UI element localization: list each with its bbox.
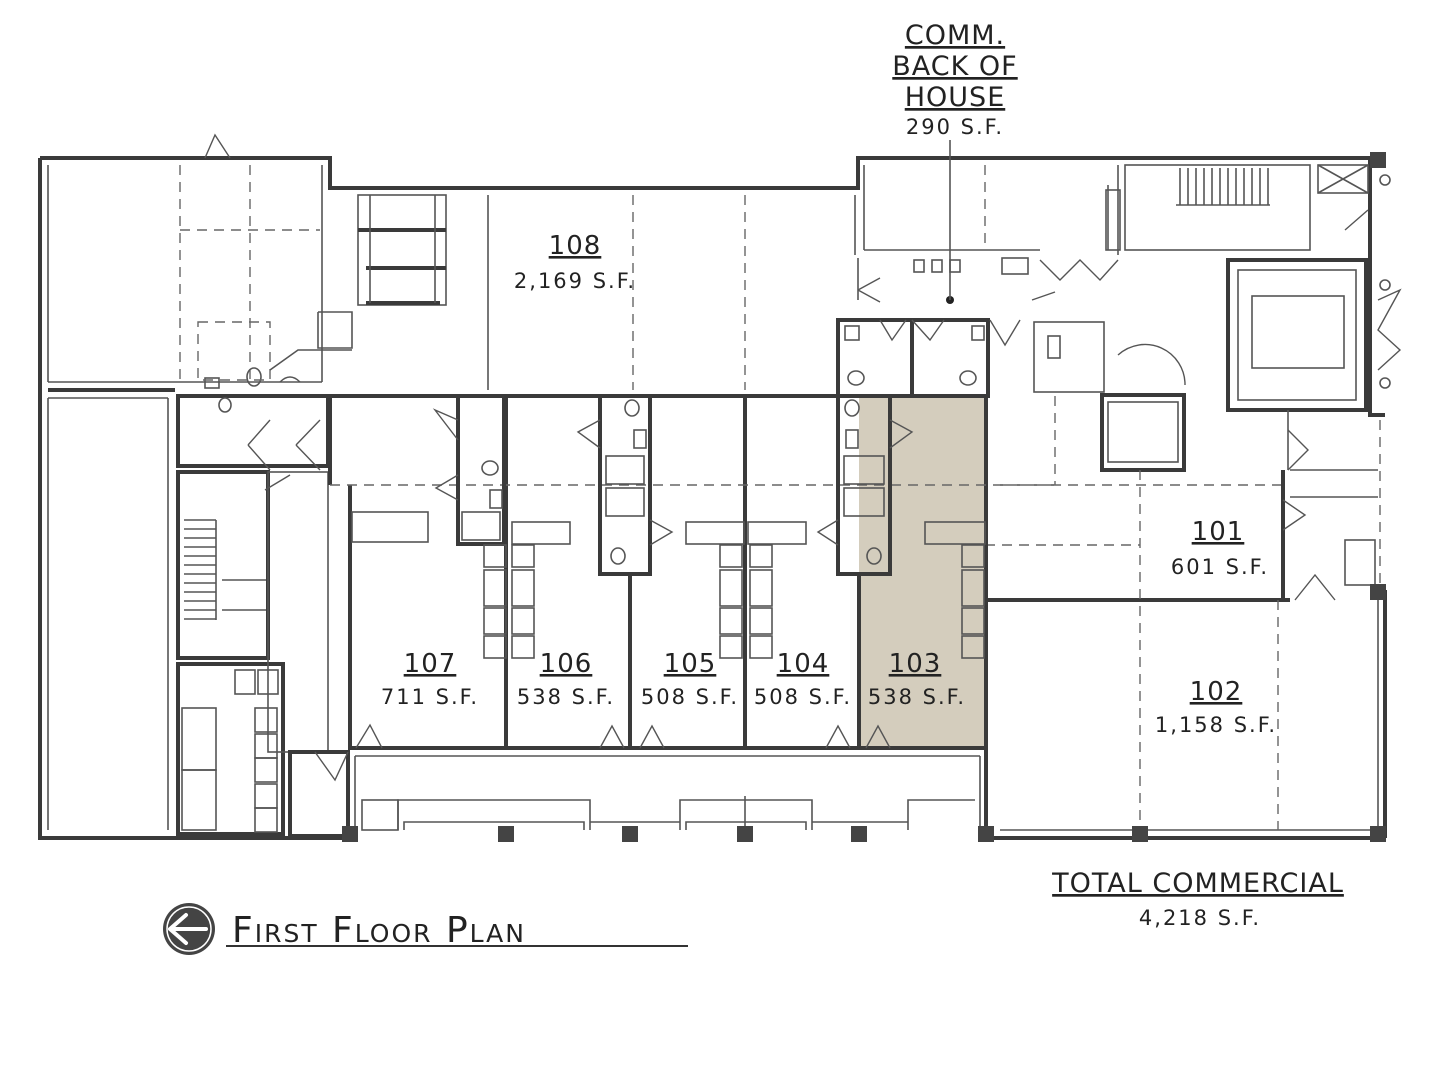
kitchen-appliance [961, 544, 985, 568]
page-title: First Floor Plan [232, 910, 526, 951]
unit-102-number: 102 [1190, 677, 1243, 707]
kitchen-appliance [961, 607, 985, 635]
kitchen-appliance [749, 544, 773, 568]
unit-105-number: 105 [664, 649, 717, 679]
total-area: 4,218 S.F. [1139, 906, 1261, 930]
kitchen-appliance [511, 607, 535, 635]
unit-101-number: 101 [1192, 517, 1245, 547]
kitchen-appliance [719, 544, 743, 568]
central-stair [269, 194, 447, 371]
kitchen-appliance [749, 635, 773, 659]
kitchen-appliance [749, 607, 773, 635]
kitchen-appliance [483, 544, 507, 568]
kitchen-appliance [719, 607, 743, 635]
unit-106-area: 538 S.F. [517, 685, 615, 709]
kitchen-appliance [511, 635, 535, 659]
back-of-house-label: COMM. BACK OF HOUSE 290 S.F. [892, 20, 1017, 139]
kitchen-appliance [961, 635, 985, 659]
kitchen-appliance [749, 569, 773, 607]
boh-line2: BACK OF [892, 51, 1017, 82]
kitchen-appliance [483, 569, 507, 607]
unit-104-area: 508 S.F. [754, 685, 852, 709]
unit-104-number: 104 [777, 649, 830, 679]
unit-108-area: 2,169 S.F. [514, 269, 636, 293]
boh-line1: COMM. [905, 20, 1005, 51]
boh-restrooms [844, 325, 985, 386]
right-core [1000, 164, 1402, 486]
unit-kitchens [483, 544, 985, 659]
unit-108-number: 108 [549, 231, 602, 261]
boh-line3: HOUSE [905, 82, 1006, 113]
storefront [354, 723, 981, 831]
kitchen-appliance [961, 569, 985, 607]
unit-107-number: 107 [404, 649, 457, 679]
kitchen-appliance [511, 569, 535, 607]
left-stair-core [176, 394, 350, 838]
kitchen-appliance [483, 607, 507, 635]
unit-101-area: 601 S.F. [1171, 555, 1269, 579]
unit-102-area: 1,158 S.F. [1155, 713, 1277, 737]
kitchen-appliance [719, 569, 743, 607]
unit-106-number: 106 [540, 649, 593, 679]
units-101-102-zone [985, 420, 1381, 830]
kitchen-appliance [719, 635, 743, 659]
unit-103-area: 538 S.F. [868, 685, 966, 709]
unit-bathrooms [351, 394, 986, 576]
plan-title: First Floor Plan [163, 903, 688, 955]
total-commercial: TOTAL COMMERCIAL 4,218 S.F. [1051, 868, 1344, 930]
unit-labels: 108 2,169 S.F. 101 601 S.F. 107 711 S.F.… [381, 231, 1277, 737]
kitchen-appliance [511, 544, 535, 568]
kitchen-appliance [483, 635, 507, 659]
unit-108-zone [330, 195, 856, 398]
unit-103-number: 103 [889, 649, 942, 679]
boh-area: 290 S.F. [906, 115, 1004, 139]
unit-107-area: 711 S.F. [381, 685, 479, 709]
arrow-left-circle-icon [163, 903, 215, 955]
exterior-walls [38, 156, 1387, 840]
garage-zone [47, 133, 323, 830]
unit-105-area: 508 S.F. [641, 685, 739, 709]
total-label: TOTAL COMMERCIAL [1051, 868, 1344, 899]
back-of-house-zone [836, 140, 1119, 398]
structural-columns [342, 152, 1386, 842]
